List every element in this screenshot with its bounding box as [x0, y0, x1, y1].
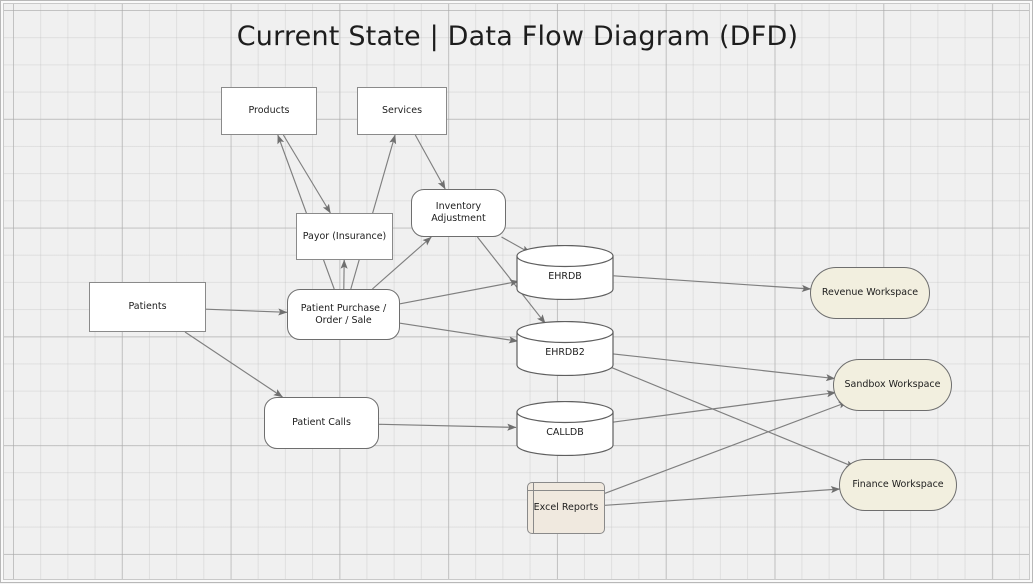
node-inventory-adjustment[interactable]: Inventory Adjustment: [411, 189, 506, 237]
node-patients[interactable]: Patients: [89, 282, 206, 332]
node-label: CALLDB: [546, 419, 584, 439]
node-label: EHRDB2: [545, 339, 585, 359]
node-products[interactable]: Products: [221, 87, 317, 135]
node-label: Products: [248, 105, 289, 117]
node-label: Payor (Insurance): [303, 231, 387, 243]
node-excel-reports[interactable]: Excel Reports: [527, 482, 605, 534]
node-calldb[interactable]: CALLDB: [516, 401, 614, 456]
edge-patients-to-calls: [185, 332, 283, 397]
node-label: Patient Purchase / Order / Sale: [288, 303, 399, 327]
node-label: Excel Reports: [534, 502, 599, 514]
edge-ehrdb2-to-finance: [605, 365, 855, 468]
node-label: Inventory Adjustment: [412, 201, 505, 225]
node-label: Patient Calls: [292, 417, 351, 429]
node-label: Patients: [128, 301, 166, 313]
edge-services-to-inventory: [415, 135, 445, 189]
node-sandbox-workspace[interactable]: Sandbox Workspace: [833, 359, 952, 411]
edge-ehrdb-to-revenue: [614, 276, 811, 289]
node-patient-purchase-order-sale[interactable]: Patient Purchase / Order / Sale: [287, 289, 400, 340]
node-label: EHRDB: [548, 263, 582, 283]
edge-purchase-to-services: [351, 135, 395, 289]
node-ehrdb[interactable]: EHRDB: [516, 245, 614, 300]
edge-patients-to-purchase: [206, 309, 287, 312]
edge-excel-to-sandbox: [605, 402, 847, 493]
edge-ehrdb2-to-sandbox: [613, 354, 835, 379]
node-payor-insurance[interactable]: Payor (Insurance): [296, 213, 393, 260]
edge-calls-to-calldb: [379, 424, 516, 427]
node-label: Revenue Workspace: [822, 287, 918, 299]
node-revenue-workspace[interactable]: Revenue Workspace: [810, 267, 930, 319]
node-ehrdb2[interactable]: EHRDB2: [516, 321, 614, 376]
edge-excel-to-finance: [605, 489, 840, 505]
edge-purchase-to-ehrdb2: [400, 323, 518, 341]
edge-purchase-to-ehrdb: [400, 281, 519, 304]
node-label: Services: [382, 105, 422, 117]
node-label: Sandbox Workspace: [844, 379, 940, 391]
node-finance-workspace[interactable]: Finance Workspace: [839, 459, 957, 511]
node-services[interactable]: Services: [357, 87, 447, 135]
edge-products-to-payor: [283, 135, 330, 213]
node-patient-calls[interactable]: Patient Calls: [264, 397, 379, 449]
node-label: Finance Workspace: [852, 479, 943, 491]
edge-calldb-to-sandbox: [613, 393, 836, 423]
edge-purchase-to-products: [278, 135, 334, 289]
document-header-bar: [528, 490, 604, 491]
